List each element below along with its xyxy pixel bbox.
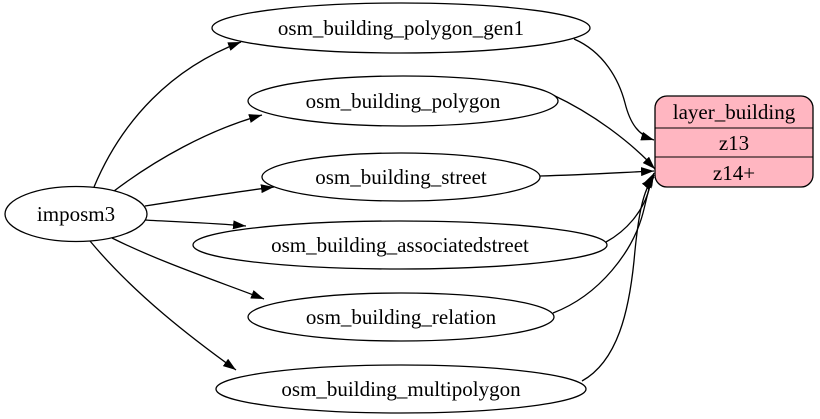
- node-osm-building-street: osm_building_street: [261, 152, 541, 202]
- osm-building-polygon-gen1-ellipse: [211, 2, 591, 54]
- imposm3-ellipse: [4, 185, 148, 243]
- node-osm-building-polygon-gen1: osm_building_polygon_gen1: [211, 2, 591, 54]
- osm-building-multipolygon-ellipse: [215, 364, 587, 414]
- layer-building-row-z13: z13: [719, 131, 749, 155]
- node-osm-building-multipolygon: osm_building_multipolygon: [215, 364, 587, 414]
- layer-building-box: [654, 95, 814, 188]
- osm-building-street-label: osm_building_street: [315, 165, 487, 189]
- edges-from-source: [89, 41, 275, 371]
- edges-to-layer: [539, 38, 656, 382]
- node-osm-building-relation: osm_building_relation: [247, 292, 555, 342]
- edge-imposm3-to-osm-building-street: [144, 184, 275, 207]
- osm-building-associatedstreet-label: osm_building_associatedstreet: [271, 233, 529, 257]
- edge-imposm3-to-osm-building-associatedstreet: [143, 219, 247, 230]
- osm-building-polygon-ellipse: [247, 75, 559, 127]
- edge-osm-building-street-to-layer-z14: [539, 167, 655, 177]
- node-imposm3: imposm3: [4, 185, 148, 243]
- node-layer-building: layer_building z13 z14+: [654, 95, 814, 188]
- edge-imposm3-to-osm-building-multipolygon: [89, 240, 237, 371]
- osm-building-polygon-gen1-label: osm_building_polygon_gen1: [278, 16, 524, 40]
- imposm3-label: imposm3: [37, 202, 115, 226]
- osm-building-relation-label: osm_building_relation: [306, 305, 497, 329]
- edge-imposm3-to-osm-building-polygon-gen1: [93, 41, 242, 188]
- osm-building-multipolygon-label: osm_building_multipolygon: [281, 377, 521, 401]
- node-osm-building-polygon: osm_building_polygon: [247, 75, 559, 127]
- osm-building-street-ellipse: [261, 152, 541, 202]
- osm-building-polygon-label: osm_building_polygon: [306, 89, 501, 113]
- edge-imposm3-to-osm-building-relation: [111, 237, 265, 300]
- osm-building-relation-ellipse: [247, 292, 555, 342]
- layer-building-row-z14: z14+: [713, 161, 755, 185]
- node-osm-building-associatedstreet: osm_building_associatedstreet: [192, 220, 608, 270]
- edge-osm-building-multipolygon-to-layer-z14: [581, 176, 655, 382]
- layer-building-title: layer_building: [673, 100, 796, 124]
- edge-osm-building-polygon-gen1-to-layer-z13: [573, 38, 655, 141]
- edge-osm-building-associatedstreet-to-layer-z14: [605, 172, 655, 243]
- osm-building-associatedstreet-ellipse: [192, 220, 608, 270]
- edge-imposm3-to-osm-building-polygon: [113, 114, 263, 192]
